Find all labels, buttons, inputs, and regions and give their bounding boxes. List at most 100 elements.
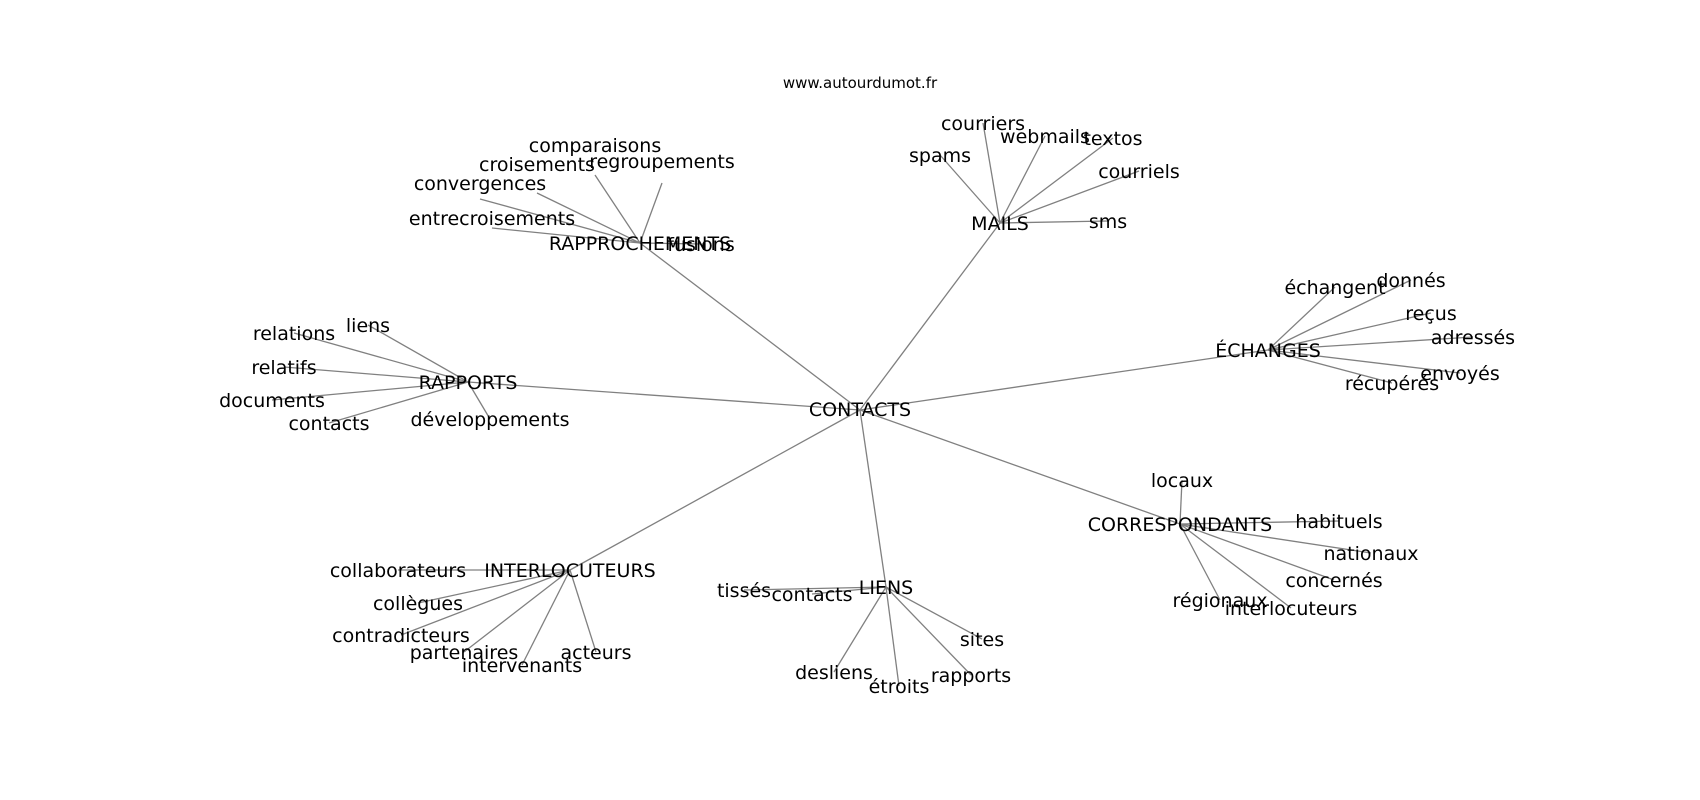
edge-rapports-contacts <box>328 381 469 424</box>
leaf-rapports-relatifs[interactable]: relatifs <box>251 357 316 379</box>
hub-interlocuteurs[interactable]: INTERLOCUTEURS <box>484 560 655 582</box>
leaf-interlocuteurs-contradicteurs[interactable]: contradicteurs <box>332 625 470 647</box>
leaf-echanges-adresses[interactable]: adressés <box>1431 327 1515 349</box>
edge-center-echanges <box>859 349 1269 411</box>
edge-mails-sms <box>999 220 1109 224</box>
edge-rapprochements-fusions <box>639 242 702 245</box>
edge-rapports-documents <box>271 381 469 401</box>
edge-rapprochements-regroupements <box>639 182 663 244</box>
leaf-correspondants-nationaux[interactable]: nationaux <box>1323 543 1418 565</box>
edge-rapprochements-comparaisons <box>594 174 641 244</box>
edge-liens-tisses <box>743 586 887 591</box>
edge-center-correspondants <box>859 409 1181 525</box>
leaf-rapprochements-comparaisons[interactable]: comparaisons <box>529 135 661 157</box>
edge-liens-desliens <box>833 586 887 673</box>
edge-echanges-adresses <box>1267 336 1474 351</box>
leaf-rapprochements-convergences[interactable]: convergences <box>414 173 546 195</box>
leaf-echanges-recuperes[interactable]: récupérés <box>1345 373 1439 395</box>
center-node[interactable]: CONTACTS <box>809 399 911 421</box>
edge-center-mails <box>859 222 1001 411</box>
hub-mails[interactable]: MAILS <box>971 213 1029 235</box>
hub-rapports[interactable]: RAPPORTS <box>419 372 518 394</box>
edge-echanges-envoyes <box>1267 349 1461 374</box>
leaf-mails-webmails[interactable]: webmails <box>1000 126 1090 148</box>
edge-rapports-liens <box>367 324 469 383</box>
edge-correspondants-interlocuteurs <box>1179 523 1292 609</box>
edge-rapports-relations <box>293 332 469 383</box>
leaf-liens-desliens[interactable]: desliens <box>795 662 873 684</box>
edge-correspondants-nationaux <box>1179 523 1372 554</box>
edge-interlocuteurs-collegues <box>417 569 571 604</box>
hub-correspondants[interactable]: CORRESPONDANTS <box>1088 514 1273 536</box>
edge-mails-spams <box>939 154 1001 224</box>
hub-echanges[interactable]: ÉCHANGES <box>1215 339 1321 362</box>
leaf-interlocuteurs-partenaires[interactable]: partenaires <box>410 642 519 664</box>
leaf-liens-contacts[interactable]: contacts <box>771 584 852 606</box>
edge-rapports-developpements <box>467 381 491 420</box>
edge-echanges-recuperes <box>1267 349 1393 384</box>
edge-rapprochements-convergences <box>479 198 641 244</box>
leaf-mails-courriers[interactable]: courriers <box>941 113 1025 135</box>
leaf-liens-etroits[interactable]: étroits <box>869 676 930 698</box>
leaf-mails-courriels[interactable]: courriels <box>1098 161 1180 183</box>
edge-echanges-donnes <box>1267 279 1412 351</box>
hub-liens[interactable]: LIENS <box>859 577 913 599</box>
leaf-mails-sms[interactable]: sms <box>1089 211 1127 233</box>
edges <box>271 122 1474 687</box>
leaf-liens-rapports[interactable]: rapports <box>931 665 1011 687</box>
leaf-rapports-documents[interactable]: documents <box>219 390 325 412</box>
edge-center-rapports <box>467 381 861 411</box>
leaf-rapprochements-entrecroisements[interactable]: entrecroisements <box>409 208 575 230</box>
leaf-rapprochements-croisements[interactable]: croisements <box>479 154 595 176</box>
edge-correspondants-habituels <box>1179 520 1340 525</box>
edge-correspondants-regionaux <box>1179 523 1221 601</box>
leaf-mails-textos[interactable]: textos <box>1083 128 1142 150</box>
edge-interlocuteurs-acteurs <box>569 569 597 653</box>
leaf-mails-spams[interactable]: spams <box>909 145 971 167</box>
edge-mails-textos <box>999 137 1114 224</box>
leaf-rapports-liens[interactable]: liens <box>346 315 390 337</box>
leaf-rapports-developpements[interactable]: développements <box>411 409 570 431</box>
edge-correspondants-concernes <box>1179 523 1335 581</box>
edge-liens-contacts <box>811 586 887 595</box>
leaf-interlocuteurs-acteurs[interactable]: acteurs <box>561 642 632 664</box>
edge-center-interlocuteurs <box>569 409 861 571</box>
leaf-liens-sites[interactable]: sites <box>960 629 1004 651</box>
leaf-echanges-recus[interactable]: reçus <box>1405 303 1456 325</box>
edge-correspondants-locaux <box>1179 479 1183 525</box>
leaf-interlocuteurs-collegues[interactable]: collègues <box>373 593 463 615</box>
leaf-interlocuteurs-intervenants[interactable]: intervenants <box>462 655 582 677</box>
leaf-echanges-echangent[interactable]: échangent <box>1284 277 1385 299</box>
leaf-liens-tisses[interactable]: tissés <box>717 580 771 602</box>
hub-rapprochements[interactable]: RAPPROCHEMENTS <box>549 233 731 255</box>
edge-rapprochements-entrecroisements <box>491 227 641 244</box>
edge-center-liens <box>859 409 887 588</box>
leaf-rapports-relations[interactable]: relations <box>253 323 335 345</box>
leaf-correspondants-interlocuteurs[interactable]: interlocuteurs <box>1225 598 1358 620</box>
labels: www.autourdumot.fr CONTACTS comparaisons… <box>219 74 1515 698</box>
leaf-correspondants-regionaux[interactable]: régionaux <box>1172 590 1267 612</box>
watermark: www.autourdumot.fr <box>783 74 938 92</box>
edge-interlocuteurs-contradicteurs <box>400 569 571 636</box>
leaf-correspondants-habituels[interactable]: habituels <box>1295 511 1382 533</box>
edge-echanges-recus <box>1267 312 1432 351</box>
edge-liens-etroits <box>885 586 900 687</box>
edge-interlocuteurs-partenaires <box>463 569 571 653</box>
edge-interlocuteurs-intervenants <box>521 569 571 666</box>
leaf-rapprochements-fusions[interactable]: fusions <box>667 234 734 256</box>
edge-liens-sites <box>885 586 983 640</box>
edge-rapports-relatifs <box>283 366 469 383</box>
edge-liens-rapports <box>885 586 972 676</box>
leaf-echanges-envoyes[interactable]: envoyés <box>1420 363 1499 385</box>
edge-mails-courriels <box>999 170 1140 224</box>
leaf-echanges-donnes[interactable]: donnés <box>1376 270 1445 292</box>
leaf-rapports-contacts[interactable]: contacts <box>288 413 369 435</box>
edge-mails-courriers <box>982 122 1001 224</box>
leaf-rapprochements-regroupements[interactable]: regroupements <box>589 151 735 173</box>
leaf-correspondants-locaux[interactable]: locaux <box>1151 470 1213 492</box>
leaf-interlocuteurs-collaborateurs[interactable]: collaborateurs <box>330 560 466 582</box>
edge-mails-webmails <box>999 135 1046 224</box>
leaf-correspondants-concernes[interactable]: concernés <box>1285 570 1382 592</box>
edge-center-rapprochements <box>639 242 861 411</box>
